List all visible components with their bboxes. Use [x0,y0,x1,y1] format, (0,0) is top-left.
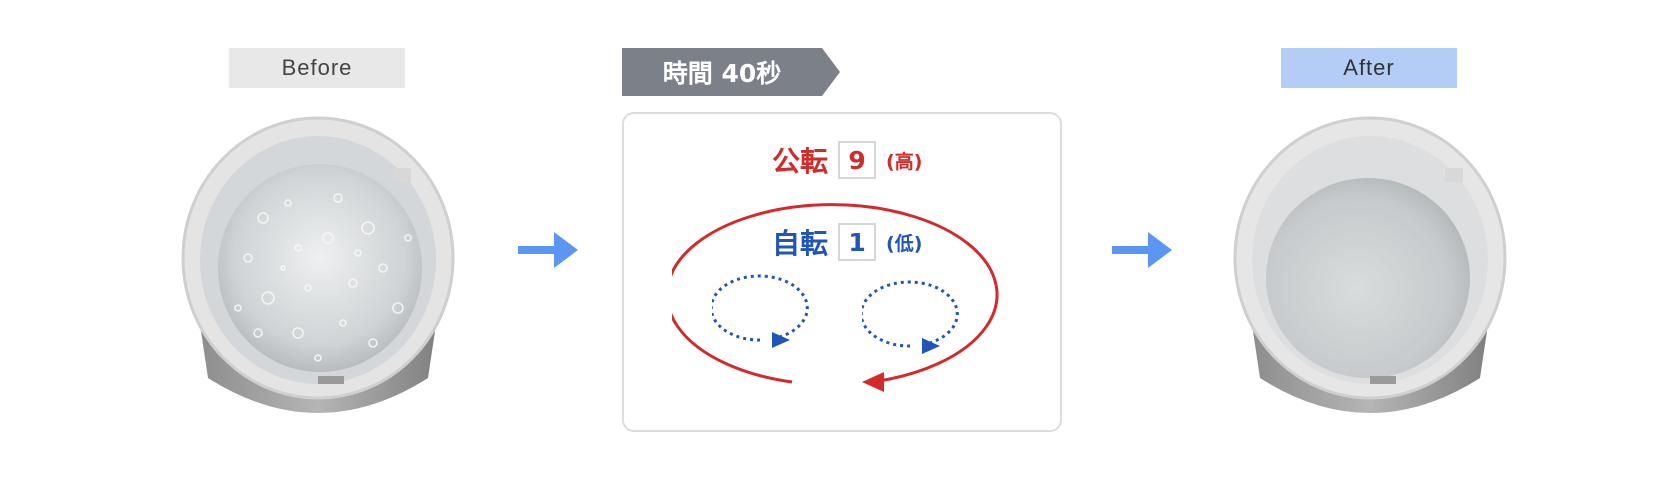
revolution-value: 9 [838,141,877,179]
rotation-level: (低) [886,232,923,255]
rotation-row: 自転 1 (低) [772,222,922,262]
revolution-level: (高) [886,150,923,173]
after-cup-image [1233,116,1507,413]
after-label: After [1281,48,1457,88]
rotation-name: 自転 [772,227,829,260]
time-tag-shape [622,48,840,96]
before-cup-image [181,116,455,413]
revolution-name: 公転 [772,145,829,178]
settings-panel: 公転 9 (高) 自転 1 (低) [622,112,1062,432]
arrow-right-icon [1112,232,1172,268]
time-tag: 時間 40秒 [622,48,842,96]
before-label: Before [229,48,405,88]
arrow-right-icon [518,232,578,268]
rotation-orbit-left [712,274,809,348]
revolution-row: 公転 9 (高) [772,140,922,180]
rotation-orbit-right [862,280,959,354]
rotation-value: 1 [838,223,877,261]
time-label: 時間 40秒 [662,59,782,88]
revolution-orbit [672,203,999,392]
